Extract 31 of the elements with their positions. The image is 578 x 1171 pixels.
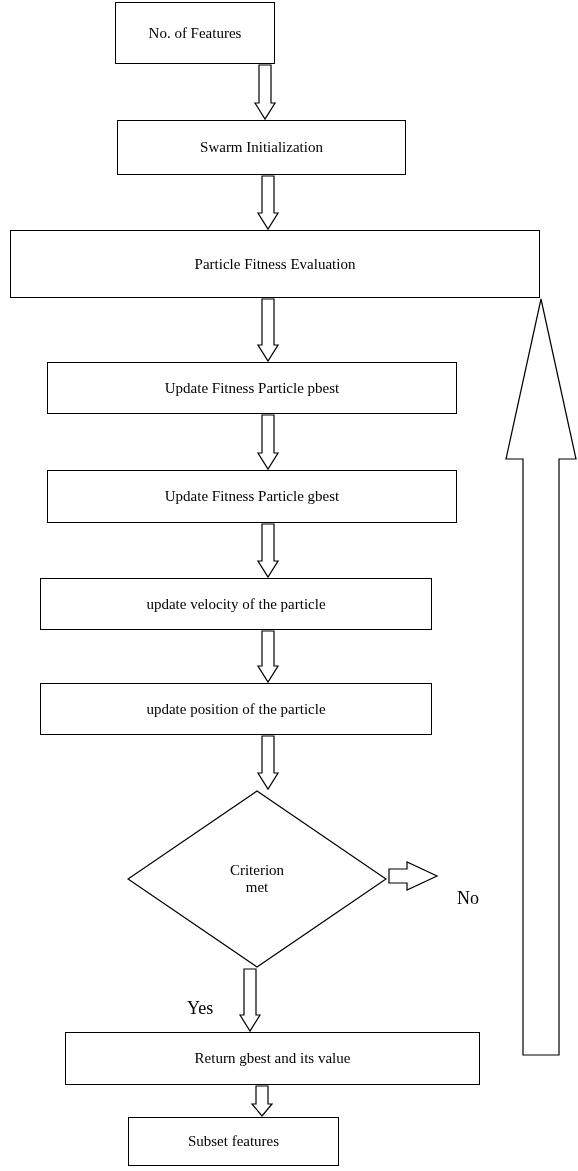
block-arrow bbox=[256, 523, 280, 579]
node-label: Update Fitness Particle gbest bbox=[164, 488, 340, 505]
block-arrow bbox=[250, 1085, 274, 1117]
process-box bbox=[40, 578, 432, 630]
block-arrow bbox=[388, 861, 439, 891]
node-label: No. of Features bbox=[148, 24, 242, 42]
block-arrow bbox=[256, 414, 280, 471]
block-arrow bbox=[253, 64, 277, 121]
node-label: Return gbest and its value bbox=[194, 1050, 351, 1067]
block-arrow bbox=[505, 298, 577, 1056]
block-arrow bbox=[238, 968, 262, 1033]
process-box bbox=[128, 1117, 339, 1166]
node-label: Subset features bbox=[187, 1133, 280, 1150]
process-box bbox=[47, 362, 457, 414]
process-box bbox=[40, 683, 432, 735]
node-label: Update Fitness Particle pbest bbox=[164, 379, 340, 397]
node-label: Criterion met bbox=[228, 862, 286, 896]
process-box bbox=[47, 470, 457, 523]
block-arrow bbox=[256, 298, 280, 363]
process-box bbox=[115, 2, 275, 64]
block-arrow bbox=[256, 175, 280, 231]
node-label: Swarm Initialization bbox=[200, 139, 323, 156]
node-label: Particle Fitness Evaluation bbox=[194, 255, 356, 273]
decision-diamond bbox=[127, 790, 387, 968]
process-box bbox=[10, 230, 540, 298]
node-label: update velocity of the particle bbox=[146, 595, 326, 613]
block-arrow bbox=[256, 630, 280, 684]
node-label: update position of the particle bbox=[146, 700, 326, 718]
process-box bbox=[65, 1032, 480, 1085]
block-arrow bbox=[256, 735, 280, 791]
process-box bbox=[117, 120, 406, 175]
